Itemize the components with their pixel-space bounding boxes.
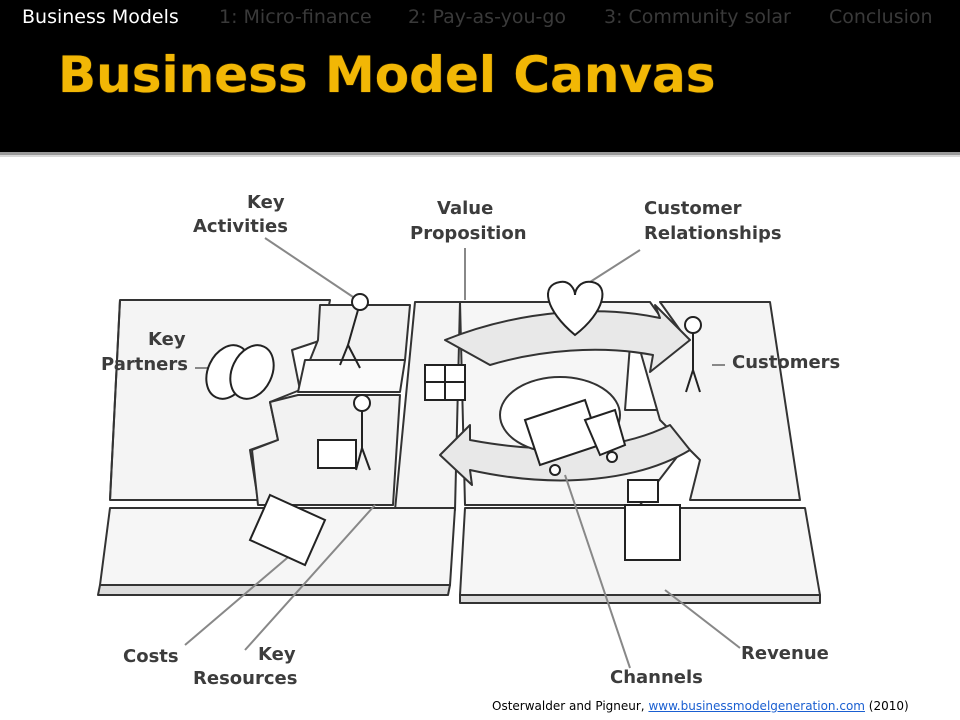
header-divider-shadow: [0, 155, 960, 157]
person-activities-icon: [351, 293, 369, 311]
label-customers: Customers: [732, 352, 840, 373]
label-customer-rel-2: Relationships: [644, 223, 782, 244]
nav-item-community-solar[interactable]: 3: Community solar: [604, 6, 791, 28]
slide-header: Business Models 1: Micro-finance 2: Pay-…: [0, 0, 960, 152]
label-costs: Costs: [123, 646, 179, 667]
label-key-resources-2: Resources: [193, 668, 297, 689]
nav-item-micro-finance[interactable]: 1: Micro-finance: [219, 6, 372, 28]
citation-link[interactable]: www.businessmodelgeneration.com: [648, 699, 865, 713]
header-divider: [0, 152, 960, 155]
label-value-prop-1: Value: [437, 198, 493, 219]
label-customer-rel-1: Customer: [644, 198, 742, 219]
person-customer-icon: [684, 316, 702, 334]
machine-icon: [317, 439, 357, 469]
label-key-resources-1: Key: [258, 644, 296, 665]
cash-register-icon: [624, 504, 681, 561]
label-revenue: Revenue: [741, 643, 829, 664]
label-key-activities-1: Key: [247, 192, 285, 213]
citation-suffix: (2010): [864, 699, 909, 713]
label-value-prop-2: Proposition: [410, 223, 527, 244]
label-key-activities-2: Activities: [193, 216, 288, 237]
nav-item-conclusion[interactable]: Conclusion: [829, 6, 933, 28]
label-channels: Channels: [610, 667, 703, 688]
person-resources-icon: [353, 394, 371, 412]
label-key-partners-1: Key: [148, 329, 186, 350]
nav-bar: Business Models 1: Micro-finance 2: Pay-…: [0, 6, 960, 34]
citation: Osterwalder and Pigneur, www.businessmod…: [492, 699, 909, 713]
nav-item-pay-as-you-go[interactable]: 2: Pay-as-you-go: [408, 6, 567, 28]
slide-title: Business Model Canvas: [58, 46, 716, 104]
nav-item-business-models[interactable]: Business Models: [22, 6, 179, 28]
label-key-partners-2: Partners: [101, 354, 188, 375]
citation-prefix: Osterwalder and Pigneur,: [492, 699, 649, 713]
heart-icon: [547, 280, 604, 337]
document-icon: [248, 493, 327, 567]
